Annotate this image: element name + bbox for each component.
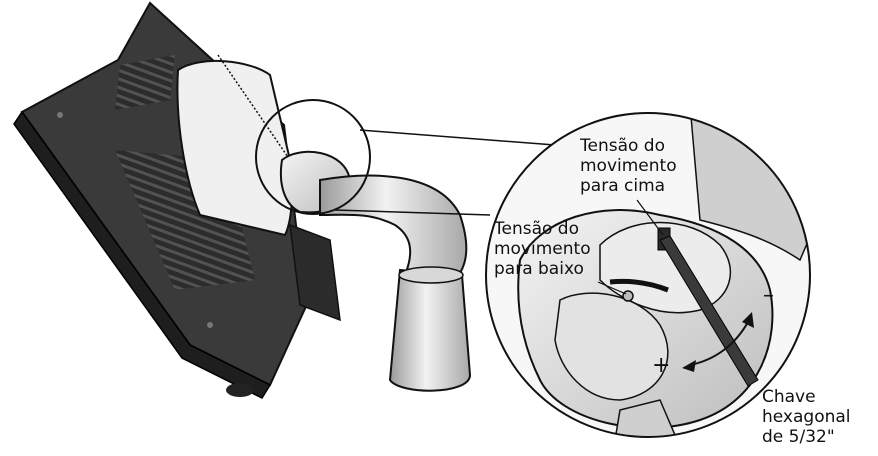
monitor-bezel bbox=[13, 110, 272, 399]
hex-key-label: Chave hexagonal de 5/32" bbox=[762, 387, 851, 447]
monitor-vent-grille-upper bbox=[115, 55, 175, 110]
screw-bottom bbox=[207, 322, 213, 328]
downward-tension-mark bbox=[609, 278, 669, 293]
zoom-circle-border bbox=[485, 112, 811, 438]
leader-downward bbox=[597, 281, 627, 295]
arm-column bbox=[388, 268, 472, 392]
zoom-lower-arm bbox=[609, 399, 692, 437]
upward-tension-label: Tensão do movimento para cima bbox=[580, 136, 677, 196]
rear-stand bbox=[289, 223, 341, 322]
mounting-plate bbox=[176, 60, 294, 237]
zoom-connector-top bbox=[359, 129, 556, 146]
rotation-arrowhead-plus bbox=[682, 360, 696, 372]
screw-top bbox=[57, 112, 63, 118]
arm-tube bbox=[319, 174, 468, 282]
zoom-connector-bottom bbox=[334, 209, 491, 216]
plate-edge-dotted bbox=[217, 54, 291, 161]
leader-upward bbox=[636, 199, 664, 236]
zoom-detail bbox=[485, 112, 811, 438]
rotation-arrow bbox=[689, 321, 749, 366]
minus-sign: – bbox=[763, 283, 774, 308]
arm-column-cap bbox=[398, 266, 464, 284]
downward-tension-screw bbox=[622, 290, 634, 302]
detail-highlight-circle bbox=[255, 99, 371, 215]
arm bbox=[280, 150, 472, 392]
downward-tension-label: Tensão do movimento para baixo bbox=[494, 219, 591, 279]
rotation-arrowhead-minus bbox=[742, 312, 754, 328]
zoom-joint-lobe-lower bbox=[554, 292, 669, 401]
plus-sign: + bbox=[652, 353, 671, 378]
hex-key bbox=[659, 235, 759, 387]
monitor-foot bbox=[226, 383, 254, 397]
